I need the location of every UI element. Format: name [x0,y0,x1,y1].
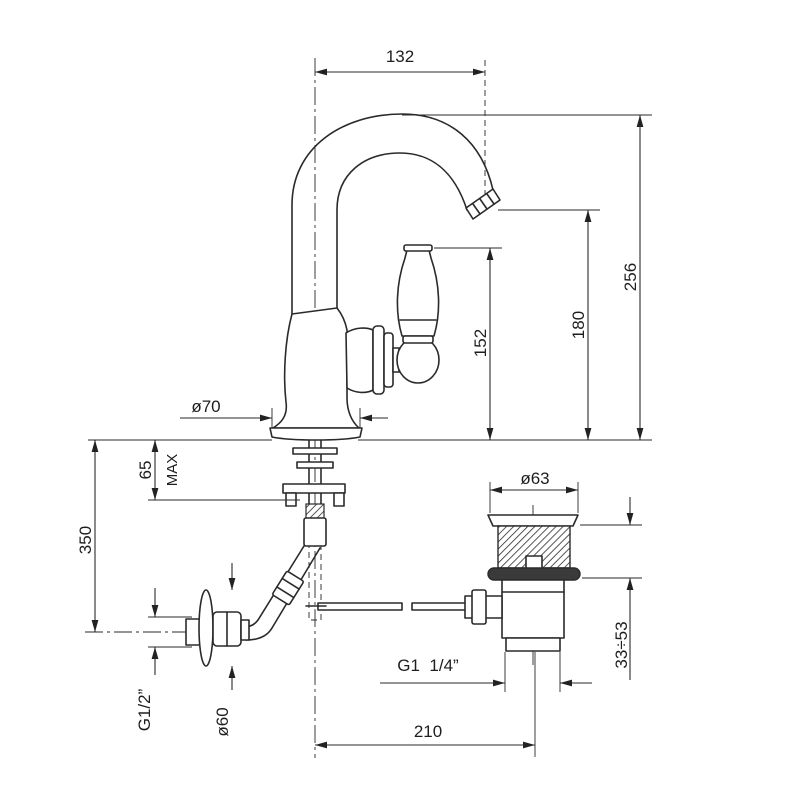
hose-nut-flat [281,577,300,590]
hose-ferrule [303,517,327,547]
pull-rod-left [317,602,403,611]
hose-nut-flat [276,586,295,599]
drain-flange [487,514,579,527]
label-drain-offset: 210 [414,722,442,741]
label-overall-height: 256 [621,263,640,291]
label-base-diameter: ø70 [191,397,220,416]
pull-rod-right [411,602,467,611]
spout-outer-contour [291,113,494,315]
clamp-plate [282,483,346,494]
aerator-mesh-line [486,193,495,205]
label-handle-height: 152 [471,329,490,357]
label-drain-thread: G1 1/4” [397,656,459,675]
rubber-washer [292,447,338,455]
second-hose-hidden [308,545,322,621]
handle-cap [403,244,433,252]
handle-housing [345,327,374,394]
handle-hub [396,336,440,384]
aerator-mesh-line [472,203,481,215]
housing-collar [383,332,394,388]
label-deck-thickness-max: MAX [164,454,181,487]
valve-outlet [240,619,250,641]
drain-side-nut [471,589,487,625]
valve-rosette [198,589,214,667]
aerator-mesh-line [479,198,488,210]
label-spout-reach: 132 [386,47,414,66]
label-drain-flange-diameter: ø63 [520,469,549,488]
label-drain-range: 33÷53 [612,621,631,668]
drain-body [501,579,565,639]
handle-ferrule [402,335,434,344]
drain-lock-ring [487,567,581,581]
hose-nut-body [272,570,304,606]
metal-washer [296,461,334,469]
housing-rim [372,325,385,395]
label-supply-thread: G1/2” [135,688,154,731]
spout-inner-contour [336,152,468,309]
label-rosette-diameter: ø60 [213,707,232,736]
base-plate [269,427,363,441]
label-deck-thickness: 65 [136,461,155,480]
clamp-leg-right [333,492,345,507]
drain-tailpiece [505,637,561,652]
hose-nut [272,570,304,606]
label-supply-length: 350 [76,526,95,554]
label-outlet-height: 180 [569,311,588,339]
clamp-leg-left [285,492,297,507]
lever-handle [396,249,440,337]
flexible-hose-lower [245,547,321,641]
